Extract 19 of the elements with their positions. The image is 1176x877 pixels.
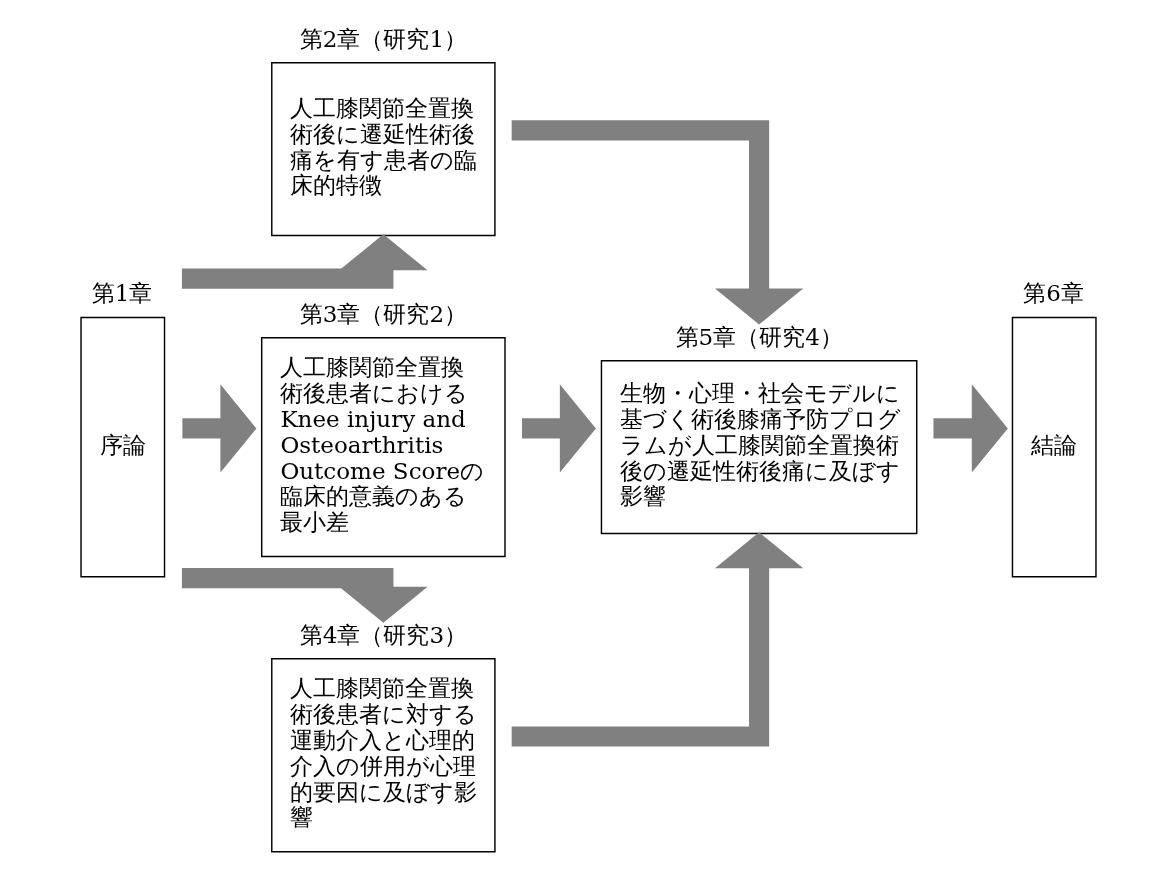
arrow bbox=[181, 568, 428, 623]
arrow bbox=[181, 234, 427, 289]
node-box: 結論 bbox=[1011, 316, 1097, 578]
node-box: 序論 bbox=[79, 316, 165, 578]
arrow bbox=[181, 384, 256, 473]
node-box: 生物・心理・社会モデルに基づく術後膝痛予防プログラムが人工膝関節全置換術後の遷延性術後痛に及ぼす影響 bbox=[600, 360, 917, 535]
node-label: 第1章 bbox=[91, 280, 152, 307]
node-box: 人工膝関節全置換術後に遷延性術後痛を有す患者の臨床的特徴 bbox=[270, 62, 496, 237]
node-label: 第4章（研究3） bbox=[299, 621, 467, 648]
node-label: 第5章（研究4） bbox=[675, 323, 843, 350]
arrow bbox=[932, 384, 1008, 473]
node-box: 人工膝関節全置換術後患者に対する運動介入と心理的介入の併用が心理的要因に及ぼす影響 bbox=[270, 658, 496, 853]
arrow bbox=[511, 120, 803, 325]
arrow bbox=[521, 384, 596, 473]
node-box: 人工膝関節全置換術後患者におけるKnee injury and Osteoarthritis Outcome Scoreの臨床的意義のある最小差 bbox=[260, 337, 506, 558]
arrow bbox=[511, 532, 803, 747]
node-label: 第2章（研究1） bbox=[299, 25, 467, 52]
node-label: 第3章（研究2） bbox=[299, 300, 467, 327]
node-label: 第6章 bbox=[1022, 280, 1084, 307]
